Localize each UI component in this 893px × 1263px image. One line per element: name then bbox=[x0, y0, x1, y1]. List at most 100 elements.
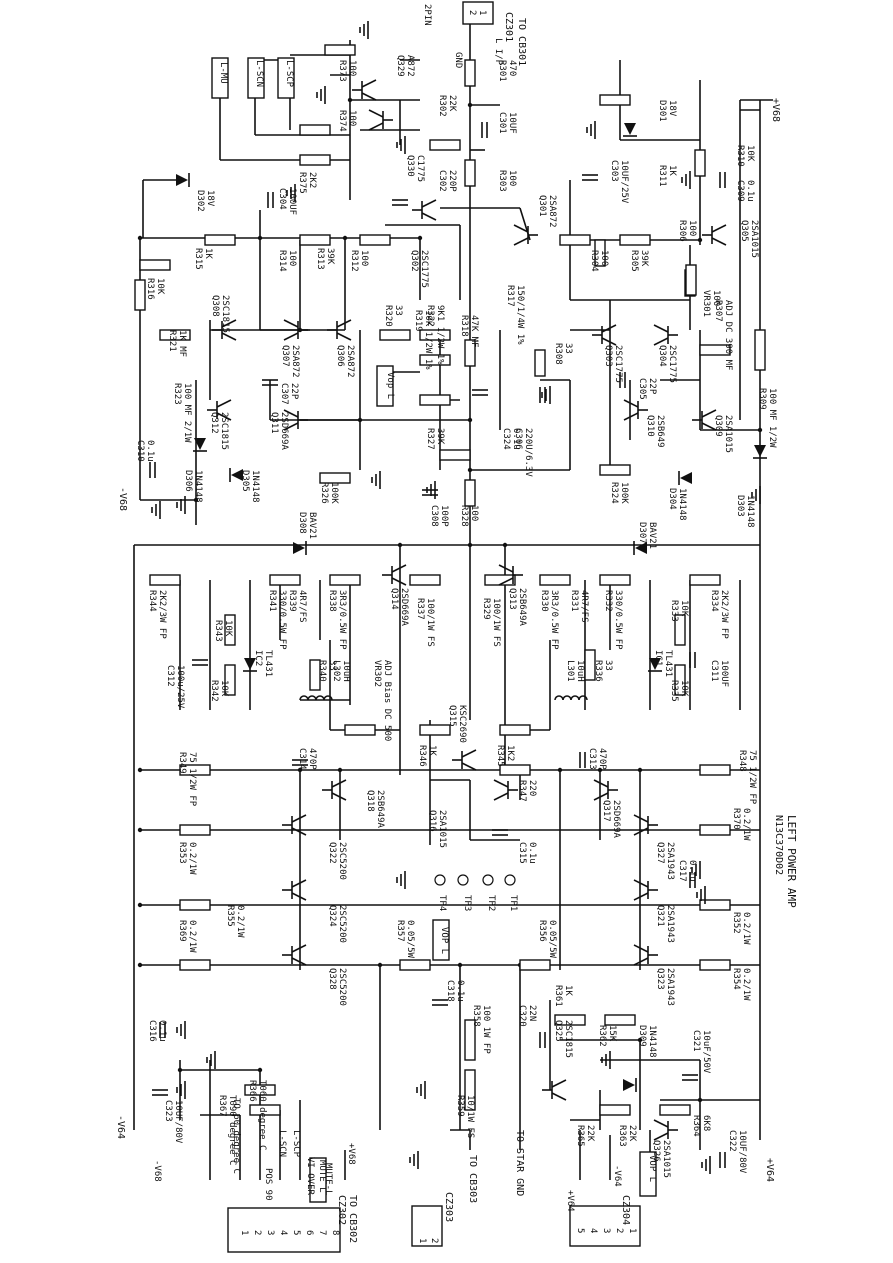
transistor-symbol bbox=[653, 324, 678, 346]
resistor-symbol bbox=[359, 234, 391, 246]
component-ref: Q313 bbox=[507, 588, 517, 610]
test-point-label-tp2: TP2 bbox=[486, 895, 496, 911]
component-ref: Q326 bbox=[651, 1140, 661, 1162]
component-label: R312100 bbox=[349, 250, 369, 272]
component-ref: R309 bbox=[757, 388, 767, 410]
component-value: 220 bbox=[527, 780, 537, 796]
ground-symbol bbox=[151, 501, 161, 519]
resistor-symbol bbox=[134, 279, 146, 311]
resistor-symbol bbox=[329, 574, 361, 586]
resistor-symbol bbox=[379, 329, 411, 341]
cz304-pin-3: 3 bbox=[601, 1228, 611, 1233]
component-label: R304100 bbox=[589, 250, 609, 272]
junction-dot bbox=[457, 962, 463, 968]
label-layer: LEFT POWER AMP N13C370D02 +V68 +V64 -V68… bbox=[115, 4, 798, 1243]
component-value: 100P bbox=[439, 505, 449, 527]
component-ref: Q303 bbox=[603, 345, 613, 367]
ground-symbol bbox=[751, 486, 761, 504]
component-ref: R366 bbox=[247, 1080, 257, 1102]
component-value: 470P bbox=[307, 748, 317, 770]
junction-dot bbox=[397, 542, 403, 548]
resistor-symbol bbox=[534, 349, 546, 377]
component-label: D308BAV21 bbox=[297, 512, 317, 539]
board-code: N13C370D02 bbox=[773, 815, 784, 875]
component-ref: R354 bbox=[731, 968, 741, 990]
resistor-symbol bbox=[244, 1084, 276, 1096]
net-flag-vop-mid: VOP L bbox=[439, 927, 449, 954]
component-ref: Q308 bbox=[210, 295, 220, 317]
component-ref: C305 bbox=[637, 378, 647, 400]
potentiometer-symbol bbox=[344, 724, 376, 736]
component-label: R3611K bbox=[553, 985, 573, 1007]
component-label: Q3262SA1015 bbox=[651, 1140, 671, 1178]
transistor-symbol bbox=[702, 224, 727, 246]
net-flag-box bbox=[247, 57, 265, 99]
connector-cz302 bbox=[227, 1207, 341, 1253]
component-label: Q3242SC5200 bbox=[327, 905, 347, 943]
component-value: 1N4148 bbox=[647, 1025, 657, 1058]
ground-symbol bbox=[701, 1156, 711, 1174]
component-value: 2SA872 bbox=[345, 345, 355, 378]
component-label: Q3102SB649 bbox=[645, 415, 665, 448]
component-ref: Q306 bbox=[335, 345, 345, 367]
component-value: 2SA1943 bbox=[665, 968, 675, 1006]
transistor-symbol bbox=[282, 944, 307, 966]
component-value: 0.05/5W bbox=[547, 920, 557, 959]
component-value: 2SC5200 bbox=[337, 905, 347, 943]
transistor-symbol bbox=[498, 564, 523, 586]
component-label: C308100P bbox=[429, 505, 449, 527]
component-ref: R340 bbox=[317, 660, 327, 682]
component-value: BAV21 bbox=[307, 512, 317, 539]
cz302-sig-t60: TO 60 degree C bbox=[231, 1098, 241, 1174]
ground-symbol bbox=[359, 21, 369, 39]
component-label: R3451K2 bbox=[495, 745, 515, 767]
component-value: 3R3/0.5W FP bbox=[337, 590, 347, 650]
component-label: R34033 bbox=[317, 660, 337, 682]
component-label: D30118V bbox=[657, 100, 677, 122]
component-value: 100 bbox=[347, 60, 357, 76]
component-ref: R344 bbox=[147, 590, 157, 612]
component-label: R3394R7/FS bbox=[287, 590, 307, 623]
component-ref: R304 bbox=[589, 250, 599, 272]
transistor-symbol bbox=[282, 879, 307, 901]
test-point-circle bbox=[482, 874, 494, 886]
component-label: C3150.1u bbox=[517, 842, 537, 864]
junction-dot bbox=[257, 1067, 263, 1073]
component-label: VR301100 bbox=[701, 290, 721, 317]
component-ref: R324 bbox=[609, 482, 619, 504]
rail-label-bottom-right: +V64 bbox=[764, 1158, 775, 1182]
component-ref: IC2 bbox=[253, 650, 263, 666]
component-label: R34310K bbox=[213, 620, 233, 642]
component-ref: Q314 bbox=[389, 588, 399, 610]
component-label: C32210UF/80V bbox=[727, 1130, 747, 1174]
ground-symbol bbox=[681, 171, 691, 189]
component-ref: R353 bbox=[177, 842, 187, 864]
component-ref: C303 bbox=[609, 160, 619, 182]
diode-symbol bbox=[243, 658, 257, 672]
component-ref: R347 bbox=[517, 780, 527, 802]
component-ref: C307 bbox=[279, 383, 289, 405]
component-label: L30210uH bbox=[331, 660, 351, 682]
diode-symbol bbox=[229, 468, 243, 482]
resistor-symbol bbox=[599, 1104, 631, 1116]
component-ref: R334 bbox=[709, 590, 719, 612]
diode-symbol bbox=[648, 658, 662, 672]
cz301-pin-label: 2PIN bbox=[422, 4, 432, 26]
component-label: R31610K bbox=[145, 278, 165, 300]
resistor-symbol bbox=[659, 1104, 691, 1116]
component-ref: Q329 bbox=[395, 55, 405, 77]
component-value: 100 bbox=[507, 170, 517, 186]
component-value: 100 bbox=[599, 250, 609, 266]
component-ref: R335 bbox=[669, 680, 679, 702]
net-flag-box bbox=[211, 57, 229, 99]
component-label: R337100/1W FS bbox=[415, 598, 435, 647]
junction-dot bbox=[467, 102, 473, 108]
transistor-symbol bbox=[327, 319, 352, 341]
component-ref: R303 bbox=[497, 170, 507, 192]
cz304-sig-v64neg: -V64 bbox=[612, 1165, 622, 1187]
junction-dot bbox=[257, 235, 263, 241]
resistor-symbol bbox=[179, 899, 211, 911]
component-value: 0.2/1W bbox=[741, 808, 751, 841]
component-label: R3570.05/5W bbox=[395, 920, 415, 959]
component-ref: R312 bbox=[349, 250, 359, 272]
